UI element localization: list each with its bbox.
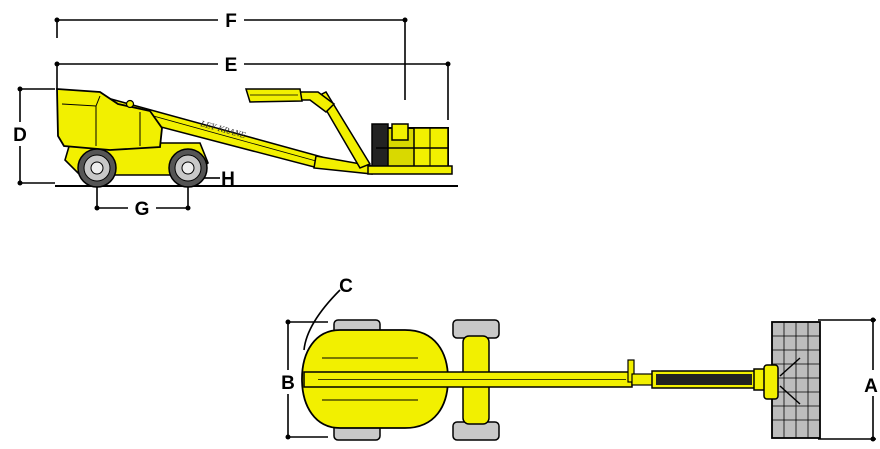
side-view: F E D G H xyxy=(13,11,458,220)
dimension-label-c: C xyxy=(339,276,353,297)
platform-basket xyxy=(367,123,453,175)
dimension-label-h: H xyxy=(221,169,235,190)
dimension-f xyxy=(56,19,406,100)
extension-boom xyxy=(244,88,303,103)
dimension-d xyxy=(19,88,55,184)
dimension-label-f: F xyxy=(225,11,237,32)
dimension-e xyxy=(56,63,449,120)
dimension-c xyxy=(303,289,341,351)
front-wheel xyxy=(168,148,208,188)
top-view: B C A xyxy=(281,276,878,442)
rotator xyxy=(763,364,779,400)
rear-wheel xyxy=(77,148,117,188)
dimension-label-e: E xyxy=(225,55,238,76)
jib-arm xyxy=(316,91,372,169)
dimension-label-b: B xyxy=(281,373,295,394)
turntable xyxy=(56,88,163,151)
dimension-b xyxy=(287,321,328,438)
dimension-label-g: G xyxy=(135,199,150,220)
platform-grid xyxy=(772,322,820,438)
dimension-label-a: A xyxy=(864,376,878,397)
dimension-a xyxy=(818,319,876,440)
boom-fly-top xyxy=(631,373,655,386)
dimension-label-d: D xyxy=(13,125,27,146)
